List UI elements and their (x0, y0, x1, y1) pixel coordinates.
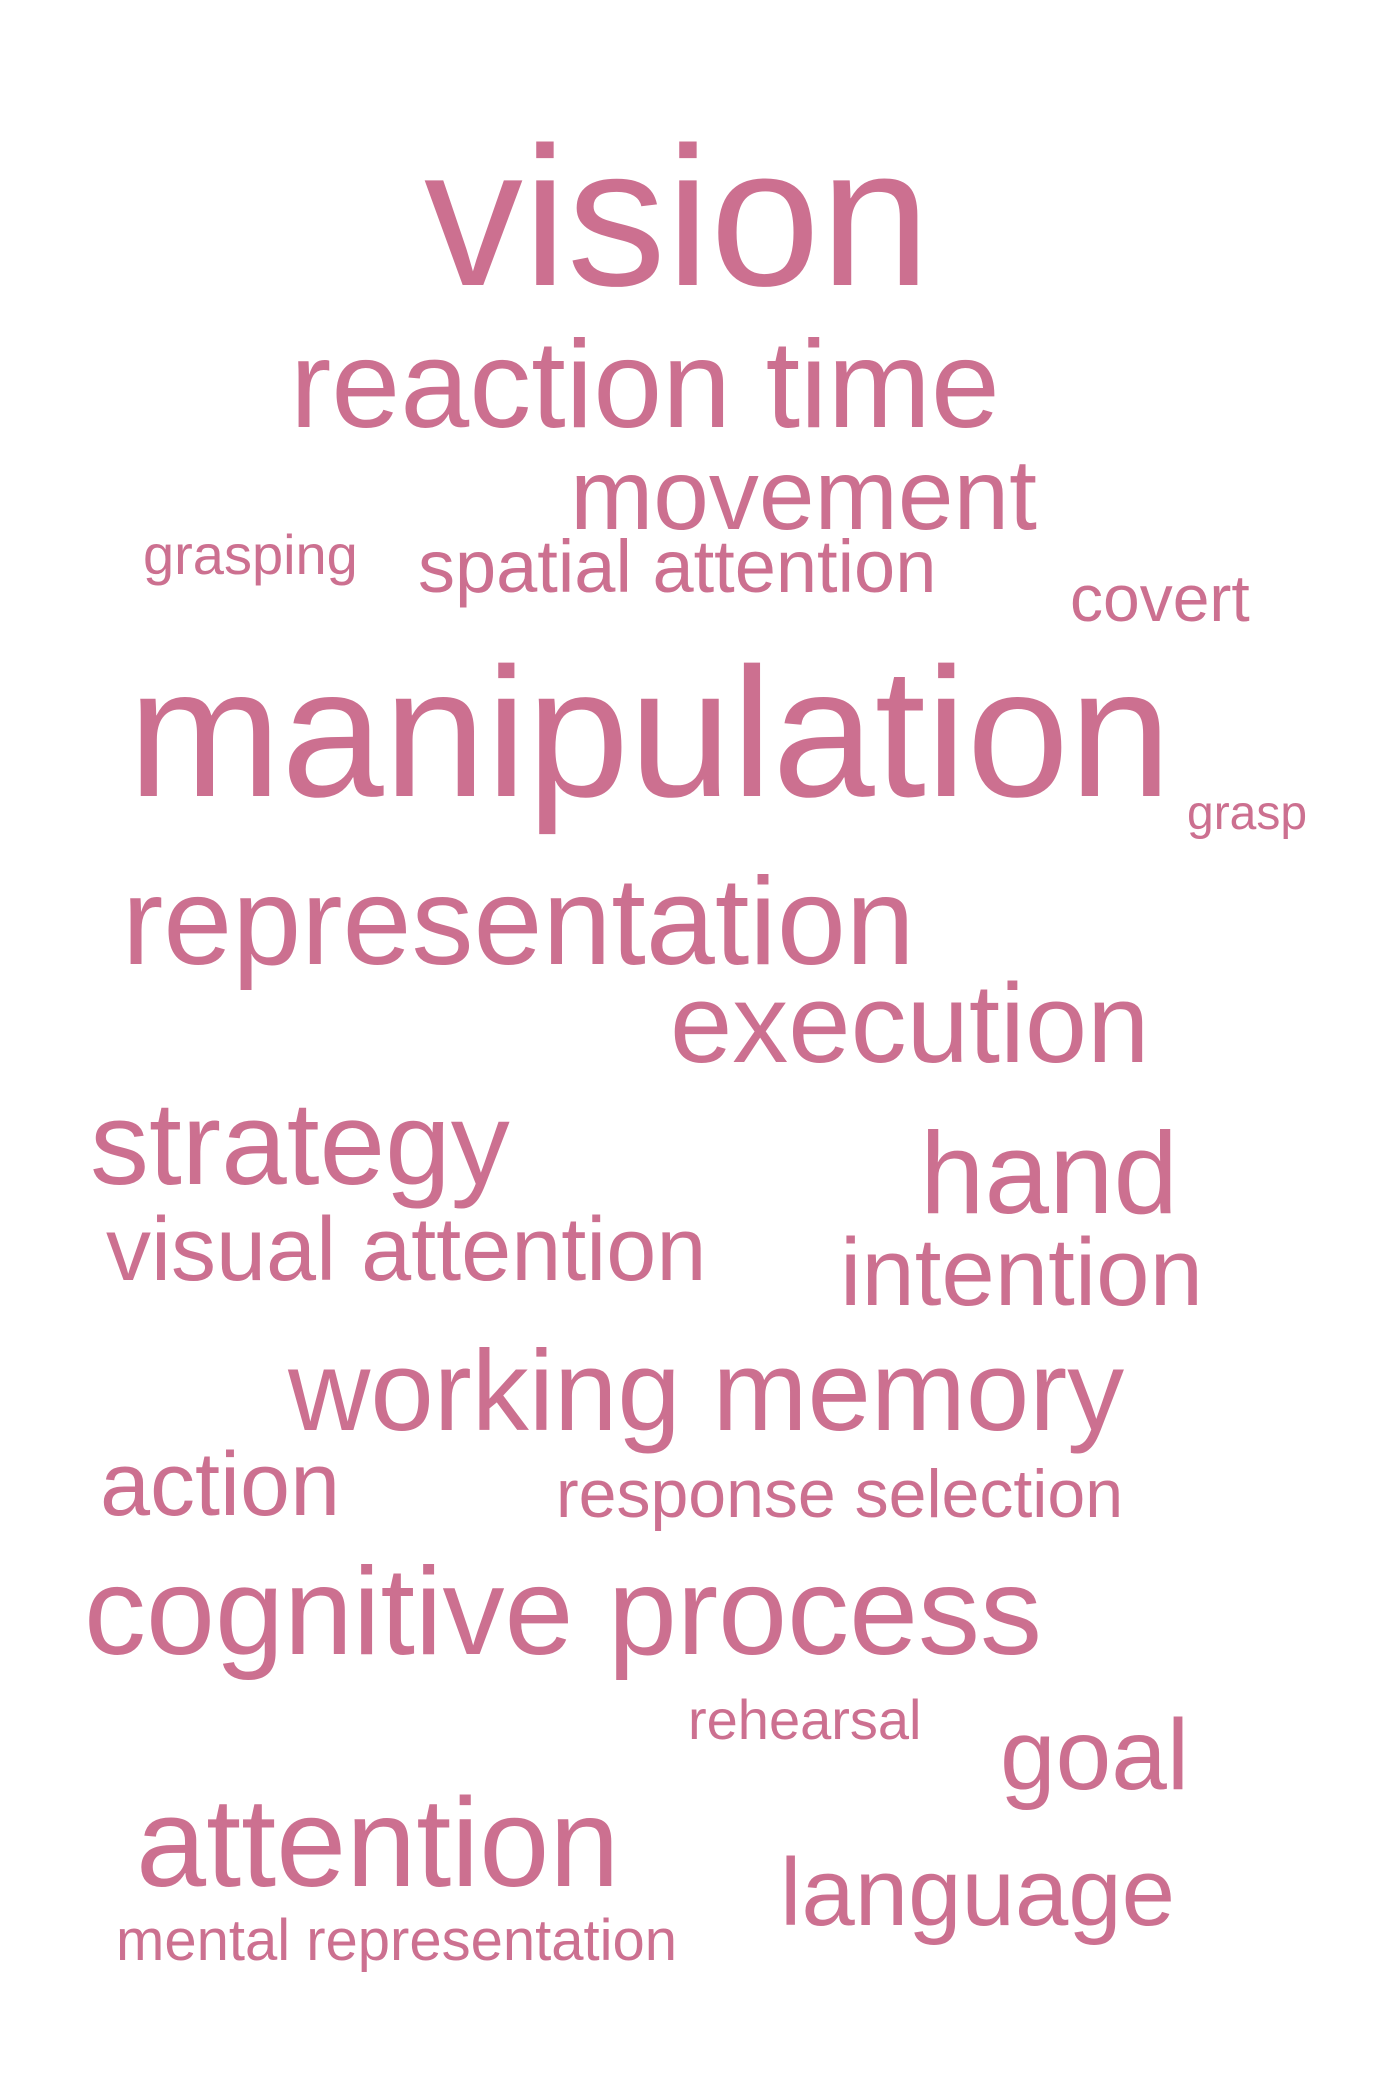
word-rehearsal: rehearsal (688, 1688, 922, 1751)
word-strategy: strategy (90, 1078, 510, 1210)
word-action: action (100, 1435, 341, 1535)
word-visual-attention: visual attention (106, 1200, 707, 1300)
word-manipulation: manipulation (128, 629, 1172, 835)
word-movement: movement (570, 439, 1037, 551)
word-grasping: grasping (143, 523, 358, 586)
word-response-selection: response selection (556, 1456, 1124, 1532)
word-grasp: grasp (1187, 787, 1308, 840)
word-spatial-attention: spatial attention (418, 525, 937, 608)
word-language: language (780, 1839, 1176, 1946)
word-goal: goal (1000, 1699, 1190, 1811)
word-execution: execution (670, 961, 1150, 1086)
word-vision: vision (424, 106, 931, 327)
word-working-memory: working memory (288, 1328, 1125, 1455)
word-cognitive-process: cognitive process (84, 1543, 1043, 1681)
word-representation: representation (122, 853, 915, 991)
word-attention: attention (136, 1772, 620, 1913)
word-covert: covert (1070, 561, 1250, 635)
word-intention: intention (840, 1219, 1203, 1326)
word-mental-representation: mental representation (116, 1908, 677, 1973)
word-hand: hand (920, 1108, 1179, 1238)
word-reaction-time: reaction time (290, 316, 1000, 454)
